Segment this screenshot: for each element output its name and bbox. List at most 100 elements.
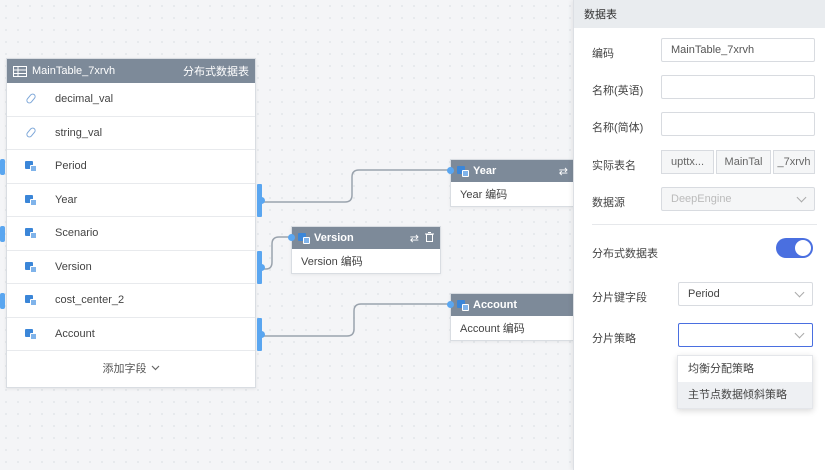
node-port[interactable] <box>288 234 295 241</box>
toggle-knob <box>795 240 811 256</box>
field-port-left[interactable] <box>0 226 5 242</box>
datasource-label: 数据源 <box>592 197 625 209</box>
actual-name-label: 实际表名 <box>592 160 636 172</box>
table-icon <box>13 65 27 77</box>
field-port-right[interactable] <box>257 317 265 351</box>
field-label: Account <box>55 327 95 340</box>
field-label: Year <box>55 193 78 206</box>
dimension-node-name: Year <box>473 165 497 177</box>
field-port-left[interactable] <box>0 159 5 175</box>
field-port-right[interactable] <box>257 183 265 217</box>
chevron-down-icon <box>796 192 807 203</box>
name-en-label: 名称(英语) <box>592 85 644 97</box>
node-port[interactable] <box>447 167 454 174</box>
actual-name-middle[interactable]: MainTal <box>716 150 771 174</box>
name-en-row: 名称(英语) <box>574 75 825 103</box>
name-cn-label: 名称(简体) <box>592 122 644 134</box>
panel-divider <box>592 224 817 225</box>
actual-name-prefix: upttx... <box>661 150 714 174</box>
dimension-icon <box>25 328 37 340</box>
main-table-header[interactable]: MainTable_7xrvh 分布式数据表 <box>7 59 255 83</box>
field-row-period[interactable]: Period <box>0 150 255 184</box>
main-table-name: MainTable_7xrvh <box>32 65 116 77</box>
datasource-value: DeepEngine <box>671 193 732 205</box>
shard-key-select[interactable]: Period <box>678 282 813 306</box>
paperclip-icon <box>25 92 37 105</box>
chevron-down-icon <box>151 362 160 374</box>
dimension-node-code: Version 编码 <box>301 256 363 268</box>
field-row-string-val[interactable]: string_val <box>7 117 255 150</box>
shard-strategy-row: 分片策略 <box>574 323 825 351</box>
actual-name-suffix: _7xrvh <box>773 150 815 174</box>
field-label: Version <box>55 260 92 273</box>
dimension-node-code: Year 编码 <box>460 189 508 201</box>
dimension-node-version[interactable]: Version ⇄ Version 编码 <box>288 226 441 274</box>
strategy-option-master-skew[interactable]: 主节点数据倾斜策略 <box>678 382 812 408</box>
dimension-icon <box>25 261 37 273</box>
field-label: string_val <box>55 126 103 139</box>
field-row-version[interactable]: Version <box>7 250 265 284</box>
code-input[interactable]: MainTable_7xrvh <box>661 38 815 62</box>
panel-title: 数据表 <box>574 0 825 28</box>
code-row: 编码 MainTable_7xrvh <box>574 38 825 66</box>
dimension-node-account[interactable]: Account Account 编码 <box>447 293 575 341</box>
name-cn-input[interactable] <box>661 112 815 136</box>
field-label: decimal_val <box>55 93 114 106</box>
edge-account <box>260 303 450 337</box>
field-label: Scenario <box>55 227 99 240</box>
dimension-node-year[interactable]: Year ⇄ Year 编码 <box>447 159 575 207</box>
field-row-account[interactable]: Account <box>7 317 265 351</box>
swap-icon[interactable]: ⇄ <box>409 232 419 245</box>
main-table-node[interactable]: MainTable_7xrvh 分布式数据表 decimal_val strin… <box>0 58 265 388</box>
main-table-tag: 分布式数据表 <box>183 66 249 78</box>
shard-strategy-dropdown: 均衡分配策略 主节点数据倾斜策略 <box>677 355 813 409</box>
actual-name-row: 实际表名 upttx... MainTal _7xrvh <box>574 150 825 178</box>
edge-year <box>260 169 450 203</box>
dimension-icon <box>457 165 469 177</box>
dimension-icon <box>25 227 37 240</box>
name-en-input[interactable] <box>661 75 815 99</box>
distributed-row: 分布式数据表 <box>574 238 825 266</box>
dimension-node-code: Account 编码 <box>460 323 525 335</box>
dimension-node-name: Account <box>473 299 517 311</box>
datasource-row: 数据源 DeepEngine <box>574 187 825 215</box>
shard-key-value: Period <box>688 288 720 300</box>
strategy-option-balanced[interactable]: 均衡分配策略 <box>688 363 754 375</box>
paperclip-icon <box>25 126 37 139</box>
shard-strategy-label: 分片策略 <box>592 333 636 345</box>
field-row-decimal-val[interactable]: decimal_val <box>7 83 255 117</box>
shard-key-row: 分片键字段 Period <box>574 282 825 310</box>
field-row-year[interactable]: Year <box>7 183 265 217</box>
dimension-node-header[interactable]: Account <box>451 294 574 316</box>
dimension-icon <box>25 194 37 206</box>
dimension-node-header[interactable]: Year ⇄ <box>451 160 574 182</box>
field-label: cost_center_2 <box>55 294 125 307</box>
field-port-right[interactable] <box>257 250 265 284</box>
add-field-label: 添加字段 <box>102 362 147 375</box>
dimension-icon <box>457 299 469 311</box>
distributed-label: 分布式数据表 <box>592 248 658 260</box>
dimension-node-name: Version <box>314 232 354 244</box>
name-cn-row: 名称(简体) <box>574 112 825 140</box>
distributed-toggle[interactable] <box>776 238 813 258</box>
shard-strategy-select[interactable] <box>678 323 813 347</box>
edge-version <box>260 236 291 270</box>
dimension-icon <box>298 232 310 244</box>
delete-icon[interactable] <box>425 231 434 245</box>
field-label: Period <box>55 160 87 173</box>
dimension-icon <box>25 294 37 307</box>
datasource-select: DeepEngine <box>661 187 815 211</box>
field-port-left[interactable] <box>0 293 5 309</box>
shard-key-label: 分片键字段 <box>592 292 647 304</box>
chevron-down-icon <box>794 328 805 339</box>
field-row-scenario[interactable]: Scenario <box>0 217 255 251</box>
add-field-button[interactable]: 添加字段 <box>7 351 255 384</box>
swap-icon[interactable]: ⇄ <box>558 165 568 178</box>
dimension-icon <box>25 160 37 173</box>
field-row-cost-center-2[interactable]: cost_center_2 <box>0 284 255 318</box>
node-port[interactable] <box>447 301 454 308</box>
chevron-down-icon <box>794 287 805 298</box>
dimension-node-header[interactable]: Version ⇄ <box>292 227 440 249</box>
